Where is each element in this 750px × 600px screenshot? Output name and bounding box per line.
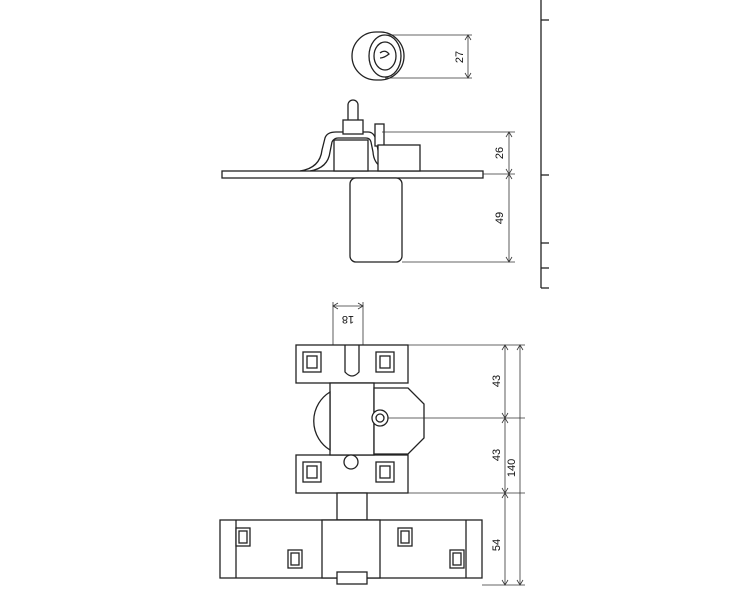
bolt-plan-view: [219, 302, 525, 586]
lock-side-view: [221, 99, 515, 263]
dim-lower-half: 43: [491, 449, 503, 461]
dim-cylinder-diameter: 27: [454, 51, 466, 63]
cylinder-front-view: [351, 31, 472, 81]
dim-bolt-width: 18: [342, 313, 354, 325]
dim-overall-height: 140: [506, 459, 518, 477]
dim-plate-height: 26: [494, 147, 506, 159]
dim-upper-half: 43: [491, 375, 503, 387]
dim-cylinder-length: 49: [494, 212, 506, 224]
dim-strike-height: 54: [491, 539, 503, 551]
drawing-border: [540, 0, 549, 289]
